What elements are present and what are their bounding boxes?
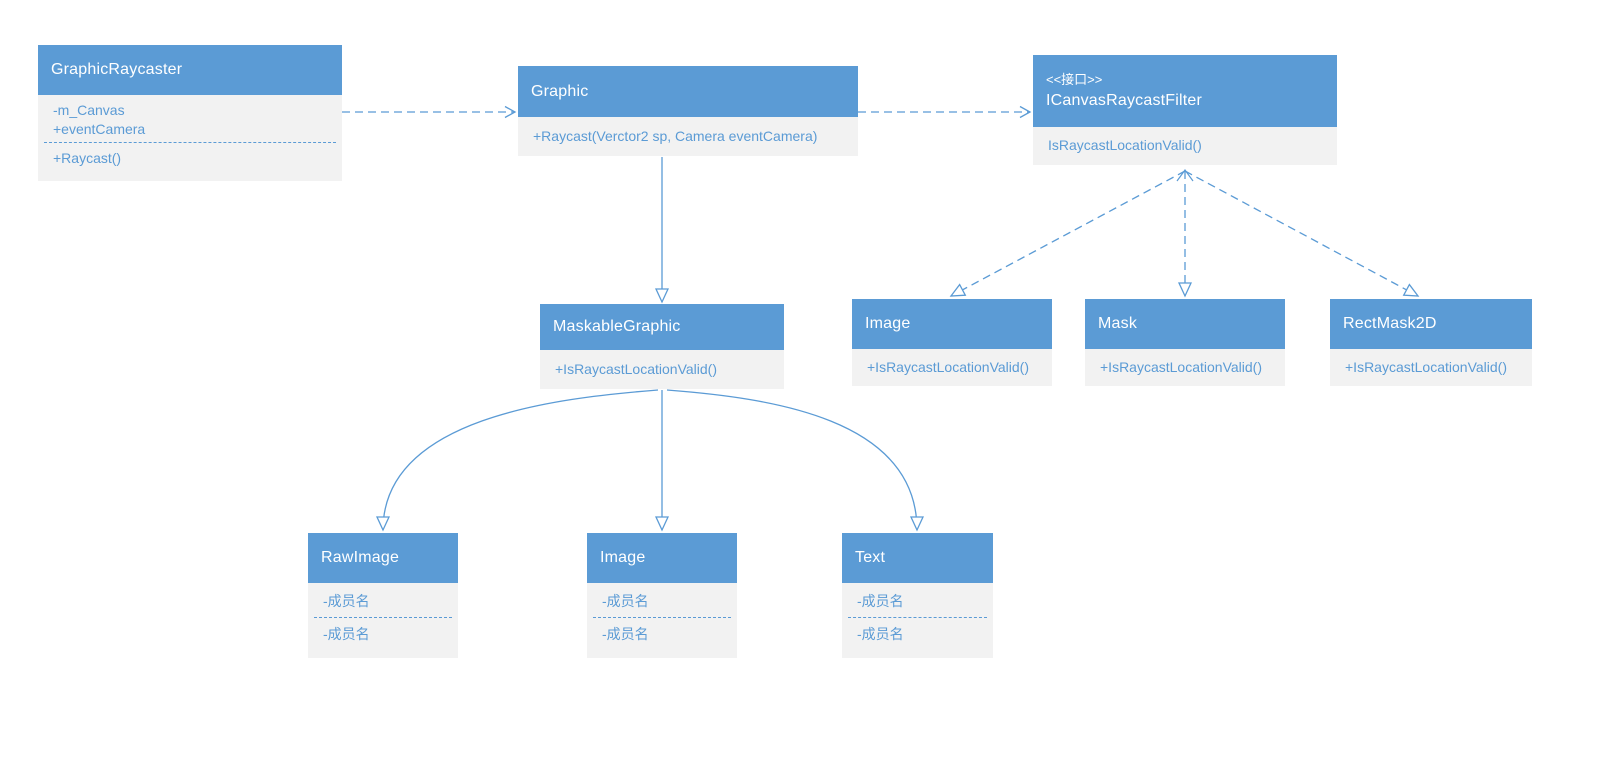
method: +IsRaycastLocationValid() [1345,359,1507,375]
attribute: +eventCamera [53,121,146,137]
class-body: -成员名 -成员名 [308,583,458,658]
attribute: -m_Canvas [53,102,125,118]
method: +IsRaycastLocationValid() [555,361,717,377]
class-header: RectMask2D [1330,299,1532,349]
class-node-image-mid[interactable]: Image +IsRaycastLocationValid() [852,299,1052,386]
method: IsRaycastLocationValid() [1048,137,1202,153]
class-body: +IsRaycastLocationValid() [1085,349,1285,386]
class-title: Image [865,315,911,332]
class-node-mask[interactable]: Mask +IsRaycastLocationValid() [1085,299,1285,386]
method: +Raycast(Verctor2 sp, Camera eventCamera… [533,128,818,144]
class-body: +IsRaycastLocationValid() [852,349,1052,386]
section-divider [314,617,452,618]
class-header: MaskableGraphic [540,304,784,350]
class-title: Mask [1098,315,1138,332]
class-title: RectMask2D [1343,315,1437,332]
class-header: <<接口>> ICanvasRaycastFilter [1033,55,1337,127]
inheritance-arrow-maskablegraphic-to-rawimage [376,389,659,532]
class-body: +IsRaycastLocationValid() [540,350,784,389]
realization-arrow-icanvasraycastfilter-to-image [949,170,1186,297]
class-header: Text [842,533,993,583]
class-header: GraphicRaycaster [38,45,342,95]
field: -成员名 [602,626,649,642]
class-node-raw-image[interactable]: RawImage -成员名 -成员名 [308,533,458,658]
field: -成员名 [602,593,649,609]
field: -成员名 [323,626,370,642]
section-divider [593,617,731,618]
class-header: Image [587,533,737,583]
class-node-image-bottom[interactable]: Image -成员名 -成员名 [587,533,737,658]
class-body: -成员名 -成员名 [587,583,737,658]
method: +IsRaycastLocationValid() [1100,359,1262,375]
class-header: RawImage [308,533,458,583]
class-title: GraphicRaycaster [51,61,183,78]
class-body: +IsRaycastLocationValid() [1330,349,1532,386]
class-node-graphic-raycaster[interactable]: GraphicRaycaster -m_Canvas +eventCamera … [38,45,342,181]
class-title: Text [855,549,886,566]
realization-arrow-icanvasraycastfilter-to-rectmask2d [1184,170,1420,297]
method: +IsRaycastLocationValid() [867,359,1029,375]
stereotype-label: <<接口>> [1046,72,1103,87]
field: -成员名 [857,626,904,642]
class-title: Image [600,549,646,566]
class-title: RawImage [321,549,400,566]
class-body: +Raycast(Verctor2 sp, Camera eventCamera… [518,117,858,156]
class-header: Image [852,299,1052,349]
class-title: MaskableGraphic [553,318,681,335]
inheritance-arrow-maskablegraphic-to-text [666,389,924,532]
class-header: Graphic [518,66,858,117]
class-body: -m_Canvas +eventCamera +Raycast() [38,95,342,181]
class-body: IsRaycastLocationValid() [1033,127,1337,165]
class-node-icanvas-raycast-filter[interactable]: <<接口>> ICanvasRaycastFilter IsRaycastLoc… [1033,55,1337,165]
class-title: Graphic [531,82,589,100]
method: +Raycast() [53,150,122,166]
field: -成员名 [857,593,904,609]
class-node-maskable-graphic[interactable]: MaskableGraphic +IsRaycastLocationValid(… [540,304,784,389]
class-node-graphic[interactable]: Graphic +Raycast(Verctor2 sp, Camera eve… [518,66,858,156]
class-title: ICanvasRaycastFilter [1046,92,1203,109]
class-node-text[interactable]: Text -成员名 -成员名 [842,533,993,658]
apex-up-arrowhead-icon [1176,168,1194,182]
class-header: Mask [1085,299,1285,349]
class-body: -成员名 -成员名 [842,583,993,658]
section-divider [848,617,987,618]
class-node-rect-mask-2d[interactable]: RectMask2D +IsRaycastLocationValid() [1330,299,1532,386]
field: -成员名 [323,593,370,609]
section-divider [44,142,336,143]
